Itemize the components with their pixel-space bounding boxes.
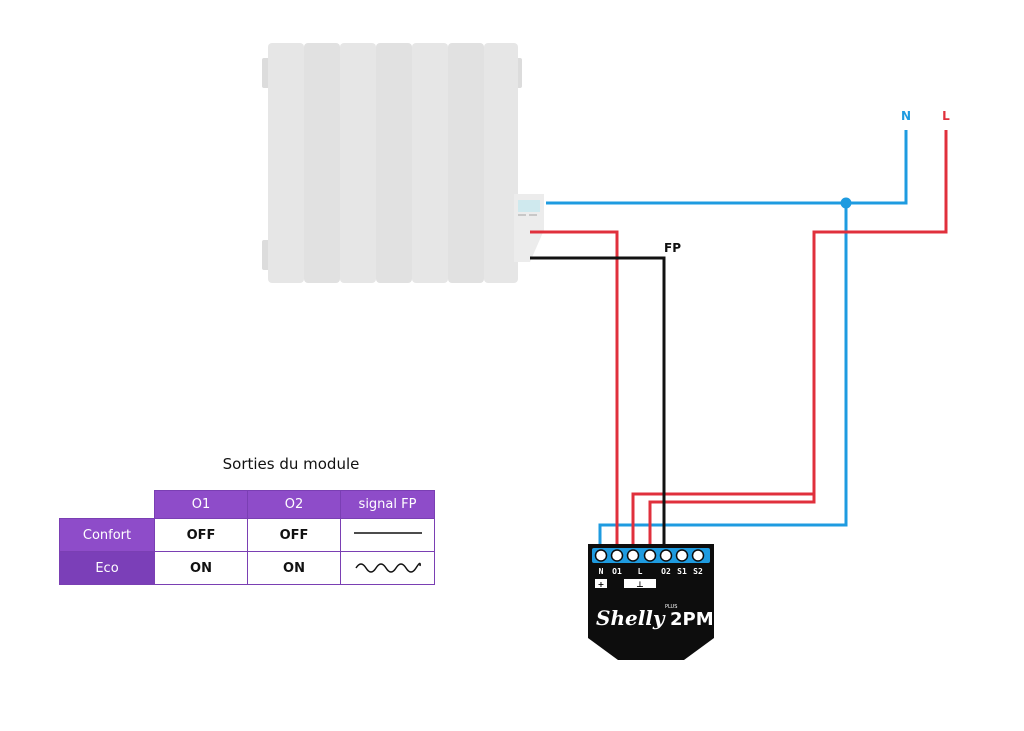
pilot-wire (530, 256, 666, 548)
line-label: L (942, 109, 950, 123)
line-wire-radiator (530, 230, 619, 548)
wires (530, 130, 948, 548)
header-o2: O2 (247, 490, 341, 519)
table-corner (59, 490, 155, 519)
header-o1: O1 (154, 490, 248, 519)
signal-wave-icon (340, 551, 435, 585)
neutral-label: N (901, 109, 911, 123)
terminal-label-l: L (638, 567, 643, 576)
terminal-screw-o2 (643, 549, 657, 562)
terminal-label-s1: S1 (677, 567, 687, 576)
cell-confort-o1: OFF (154, 518, 248, 552)
ground-symbol: ⊥ (636, 580, 643, 589)
terminal-screw-o1 (610, 549, 624, 562)
terminal-screw-n (594, 549, 608, 562)
cell-eco-o1: ON (154, 551, 248, 585)
terminal-label-o2: O2 (661, 567, 671, 576)
terminal-screw-l (626, 549, 640, 562)
radiator-thermostat (514, 194, 544, 262)
plus-badge: PLUS (665, 604, 677, 610)
cell-confort-o2: OFF (247, 518, 341, 552)
neutral-junction (840, 197, 852, 209)
header-signal-fp: signal FP (340, 490, 435, 519)
brand-logo: Shelly (596, 606, 666, 630)
row-label-eco: Eco (59, 551, 155, 585)
line-wire-o2 (648, 494, 816, 548)
line-wire-supply (631, 130, 948, 548)
terminal-label-o1: O1 (612, 567, 622, 576)
cell-eco-o2: ON (247, 551, 341, 585)
table-header-row: O1 O2 signal FP (59, 490, 435, 519)
terminal-screw-s1 (659, 549, 673, 562)
model-label: 2PM (670, 609, 714, 630)
terminal-screw-s2 (675, 549, 689, 562)
terminal-label-s2: S2 (693, 567, 703, 576)
radiator (262, 43, 544, 283)
signal-flat-icon (340, 518, 435, 552)
module-outputs-table: O1 O2 signal FP Confort OFF OFF Eco ON O… (59, 490, 435, 585)
neutral-wire-radiator (546, 130, 908, 205)
row-label-confort: Confort (59, 518, 155, 552)
table-row: Eco ON ON (59, 551, 435, 585)
terminal-label-n: N (599, 567, 604, 576)
fp-label: FP (664, 241, 681, 255)
neutral-wire-module (598, 203, 848, 548)
table-row: Confort OFF OFF (59, 518, 435, 552)
terminal-screws (594, 549, 705, 562)
terminal-screw-extra (691, 549, 705, 562)
shelly-module: N O1 L O2 S1 S2 + ⊥ Shelly PLUS 2PM (588, 544, 714, 660)
plus-symbol: + (598, 580, 605, 589)
table-title: Sorties du module (222, 455, 360, 473)
